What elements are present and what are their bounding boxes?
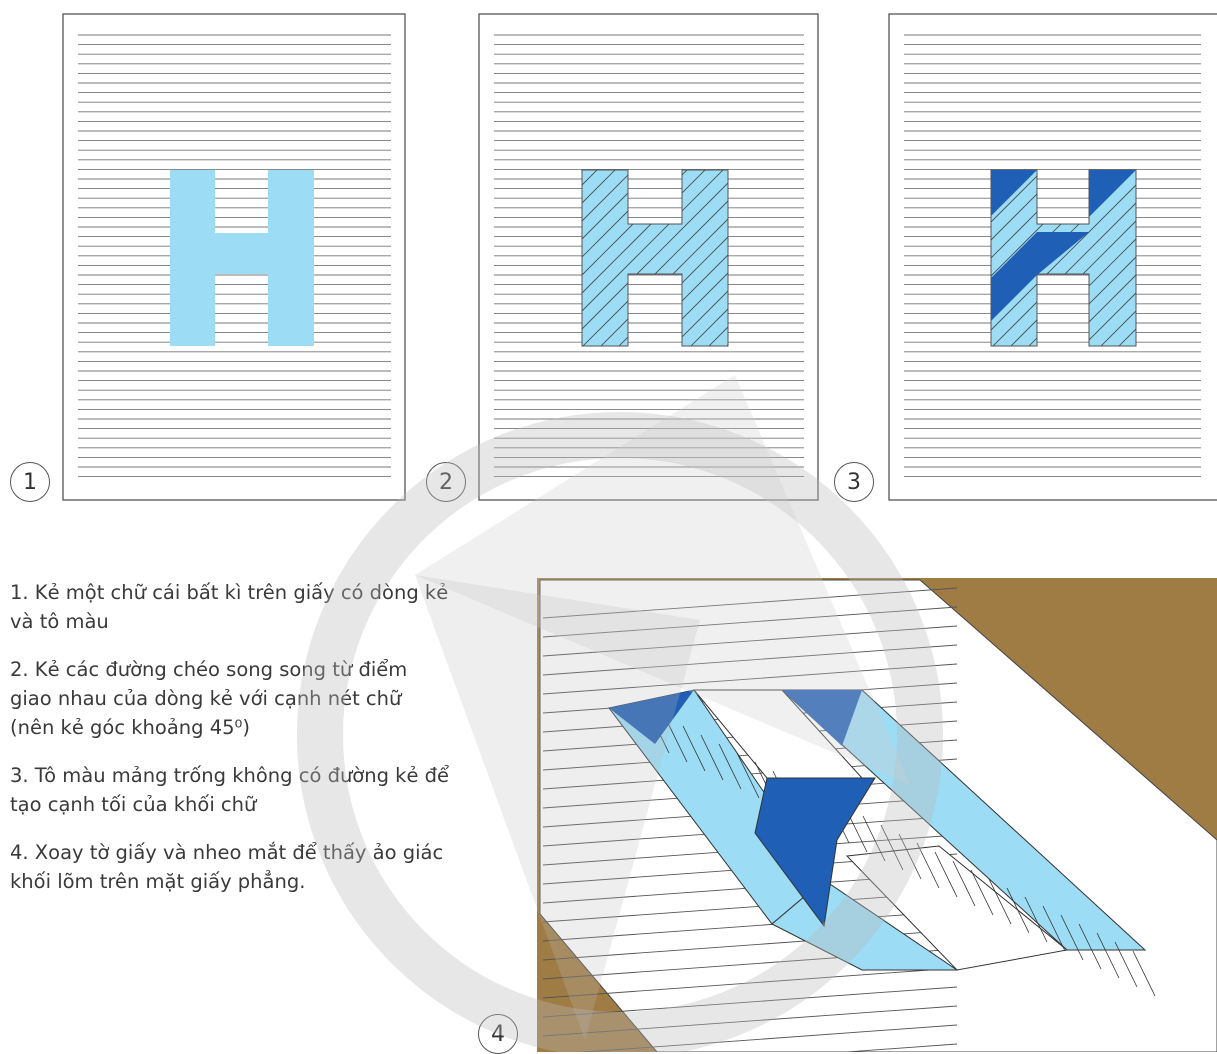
panel-step-3 [888, 13, 1217, 503]
lined-paper-3 [888, 13, 1217, 503]
panel-step-1 [62, 13, 407, 503]
instruction-step-1: 1. Kẻ một chữ cái bất kì trên giấy có dò… [10, 578, 450, 636]
panel-step-4 [537, 578, 1217, 1052]
lined-paper-1 [62, 13, 407, 503]
lined-paper-2 [478, 13, 820, 503]
step-number-1: 1 [10, 462, 50, 502]
step-number-4: 4 [478, 1014, 518, 1054]
instruction-step-2: 2. Kẻ các đường chéo song song từ điểm g… [10, 655, 450, 742]
instructions-list: 1. Kẻ một chữ cái bất kì trên giấy có dò… [10, 578, 450, 915]
instruction-step-3: 3. Tô màu mảng trống không có đường kẻ đ… [10, 761, 450, 819]
panel-step-2 [478, 13, 820, 503]
perspective-illusion [537, 578, 1217, 1052]
step-number-3: 3 [834, 462, 874, 502]
instruction-step-4: 4. Xoay tờ giấy và nheo mắt để thấy ảo g… [10, 838, 450, 896]
step-number-2: 2 [426, 462, 466, 502]
